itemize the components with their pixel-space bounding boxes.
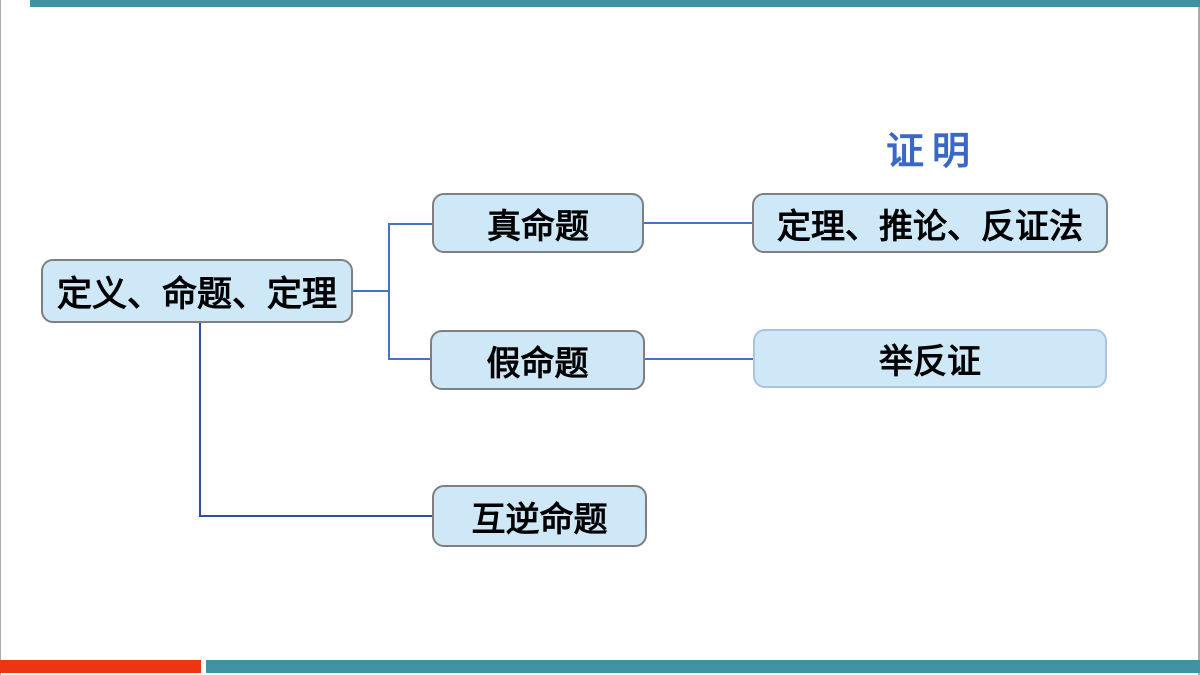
connector-root-to-branch: [353, 290, 389, 292]
connector-root-down-vertical: [199, 323, 201, 517]
connector-true-to-methods: [644, 222, 752, 224]
top-accent-bar: [30, 0, 1200, 7]
node-theorem-corollary-contradiction: 定理、推论、反证法: [752, 193, 1108, 253]
node-counterexample: 举反证: [753, 329, 1107, 388]
node-converse-propositions: 互逆命题: [432, 485, 647, 547]
footer-teal-bar: [206, 660, 1200, 673]
node-false-proposition: 假命题: [430, 330, 645, 390]
connector-branch-to-false: [388, 358, 430, 360]
node-definitions-propositions-theorems: 定义、命题、定理: [41, 259, 353, 323]
frame-right-border: [1198, 0, 1200, 675]
node-true-proposition: 真命题: [432, 193, 644, 253]
connector-down-to-converse: [199, 515, 432, 517]
frame-left-border: [0, 0, 1, 675]
proof-heading: 证明: [885, 131, 978, 173]
connector-branch-to-true: [388, 223, 432, 225]
connector-branch-vertical: [388, 223, 390, 360]
footer-red-bar: [0, 660, 201, 673]
connector-false-to-counter: [645, 358, 753, 360]
